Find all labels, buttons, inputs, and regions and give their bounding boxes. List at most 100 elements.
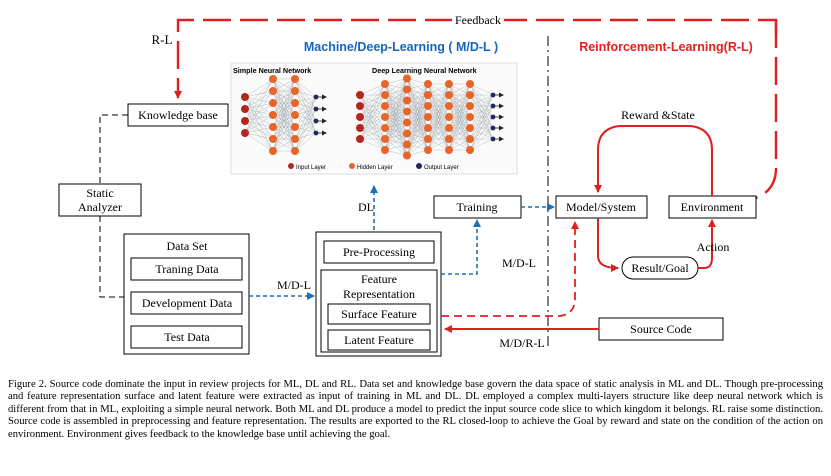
feature-to-training-arrow (441, 219, 481, 275)
model-system-label: Model/System (566, 200, 637, 214)
deep-nn-node (424, 91, 432, 99)
deep-nn-node (356, 135, 364, 143)
deep-nn-node (424, 146, 432, 154)
preprocessing-box (323, 240, 435, 264)
simple-nn-node (291, 75, 299, 83)
action-label: Action (697, 240, 730, 254)
simple-nn-node (313, 94, 319, 100)
surface-feature-label: Surface Feature (341, 307, 417, 321)
deep-nn-node (403, 85, 411, 94)
legend-input-swatch (288, 163, 294, 169)
legend-hidden-label: Hidden Layer (357, 165, 393, 171)
deep-nn-node (466, 146, 474, 154)
deep-nn-node (403, 140, 411, 149)
deep-nn-node (356, 102, 364, 110)
test-data-label: Test Data (164, 330, 210, 344)
deep-nn-node (424, 102, 432, 110)
simple-nn-node (269, 99, 277, 107)
deep-nn-node (424, 113, 432, 121)
rl-short-label: R-L (152, 32, 173, 47)
deep-nn-node (356, 113, 364, 121)
deep-nn-node (403, 107, 411, 116)
deep-nn-node (466, 135, 474, 143)
deep-nn-node (445, 91, 453, 99)
simple-nn-node (269, 147, 277, 155)
simple-nn-node (241, 129, 249, 137)
simple-nn-node (313, 130, 319, 136)
deep-nn-node (466, 113, 474, 121)
preprocessing-label: Pre-Processing (343, 245, 415, 259)
legend-input-label: Input Layer (296, 165, 326, 171)
simple-nn-node (241, 105, 249, 113)
legend-output-label: Output Layer (424, 165, 459, 171)
deep-nn-node (356, 124, 364, 132)
simple-nn-node (291, 123, 299, 131)
analyzer-to-dataset-link (99, 216, 130, 298)
deep-nn-node (403, 74, 411, 83)
latent-feature-box (327, 329, 431, 351)
environment-label: Environment (681, 200, 744, 214)
ml-section-title: Machine/Deep-Learning ( M/D-L ) (304, 40, 498, 54)
deep-nn-node (424, 124, 432, 132)
deep-nn-node (445, 146, 453, 154)
deep-nn-node (403, 129, 411, 138)
deep-nn-node (490, 114, 496, 120)
deep-nn-node (466, 80, 474, 88)
dl-label: DL (358, 200, 374, 214)
simple-nn-node (291, 135, 299, 143)
simple-nn-node (269, 87, 277, 95)
deep-nn-node (424, 80, 432, 88)
deep-nn-node (490, 92, 496, 98)
deep-nn-node (466, 102, 474, 110)
simple-nn-node (269, 111, 277, 119)
development-data-box (130, 291, 243, 315)
simple-nn-node (291, 87, 299, 95)
legend-output-swatch (416, 163, 422, 169)
deep-nn-node (381, 91, 389, 99)
neural-network-panel: Simple Neural Network Deep Learning Neur… (230, 62, 518, 175)
deep-nn-node (381, 124, 389, 132)
mdl-label-left: M/D-L (277, 278, 311, 292)
model-system-box (555, 195, 648, 219)
deep-nn-node (381, 135, 389, 143)
deep-nn-node (445, 135, 453, 143)
feature-title-line1: Feature (361, 272, 397, 286)
deep-nn-node (381, 113, 389, 121)
deep-nn-node (403, 118, 411, 127)
simple-nn-node (269, 75, 277, 83)
rl-section-title: Reinforcement-Learning(R-L) (579, 40, 753, 54)
feature-to-model-dashed-arrow (441, 221, 579, 317)
training-data-label: Traning Data (155, 262, 219, 276)
simple-nn-node (291, 147, 299, 155)
deep-nn-node (424, 135, 432, 143)
simple-nn-node (269, 135, 277, 143)
deep-nn-title: Deep Learning Neural Network (372, 66, 477, 75)
legend-hidden-swatch (349, 163, 355, 169)
deep-nn-node (381, 102, 389, 110)
deep-nn-node (490, 103, 496, 109)
model-to-result-arrow (597, 218, 619, 272)
test-data-box (130, 325, 243, 349)
simple-nn-node (313, 118, 319, 124)
static-analyzer-box (58, 183, 142, 217)
latent-feature-label: Latent Feature (344, 333, 414, 347)
figure-caption: Figure 2. Source code dominate the input… (8, 379, 823, 440)
deep-nn-node (490, 136, 496, 142)
deep-nn-node (403, 96, 411, 105)
deep-nn-node (490, 125, 496, 131)
source-code-label: Source Code (630, 322, 692, 336)
static-analyzer-line2: Analyzer (78, 200, 122, 214)
deep-nn-node (445, 113, 453, 121)
kb-to-analyzer-link (99, 114, 128, 185)
deep-nn-node (381, 80, 389, 88)
knowledge-base-label: Knowledge base (138, 108, 218, 122)
result-goal-label: Result/Goal (631, 261, 689, 275)
architecture-diagram: Feedback R-L Machine/Deep-Learning ( M/D… (58, 13, 778, 357)
simple-nn-node (291, 99, 299, 107)
reward-state-label: Reward &State (621, 108, 695, 122)
deep-nn-node (445, 124, 453, 132)
simple-nn-node (291, 111, 299, 119)
deep-nn-node (356, 91, 364, 99)
deep-nn-node (445, 102, 453, 110)
feature-title-line2: Representation (343, 287, 415, 301)
